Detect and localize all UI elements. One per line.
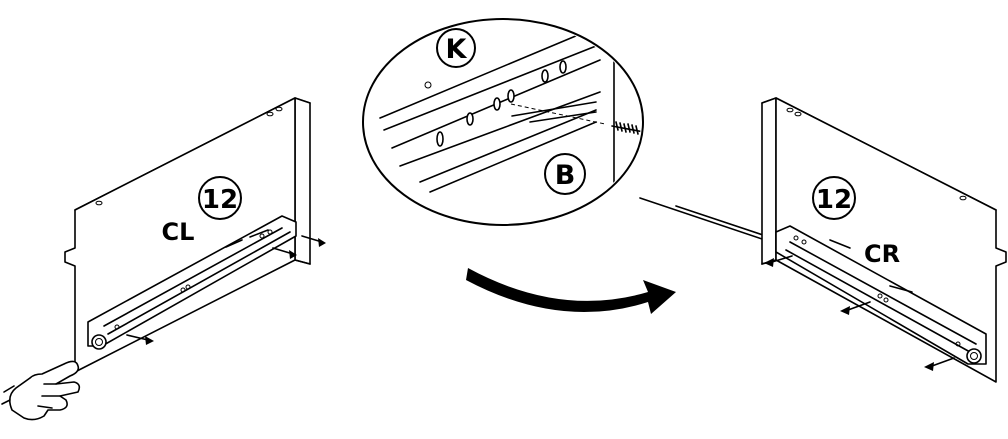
right-panel: 12 CR	[761, 97, 1007, 383]
rotate-arrow-icon	[466, 268, 676, 314]
left-panel: 12 CL	[64, 97, 326, 373]
right-step-number: 12	[816, 185, 852, 215]
detail-callout: K B	[362, 18, 773, 241]
screw-icon	[611, 121, 641, 135]
right-panel-label: CR	[864, 240, 900, 268]
right-step-badge: 12	[812, 176, 856, 220]
part-label-k: K	[446, 34, 468, 65]
screw-icon	[764, 239, 955, 371]
right-drawer-rail	[775, 225, 987, 365]
left-drawer-rail	[87, 215, 297, 350]
part-badge-k: K	[436, 28, 476, 68]
left-step-number: 12	[202, 185, 238, 215]
part-badge-b: B	[544, 153, 586, 195]
left-panel-label: CL	[162, 218, 195, 246]
part-label-b: B	[555, 160, 576, 191]
hand-pointing-icon	[1, 360, 81, 421]
left-step-badge: 12	[198, 176, 242, 220]
screw-icon	[126, 229, 326, 345]
